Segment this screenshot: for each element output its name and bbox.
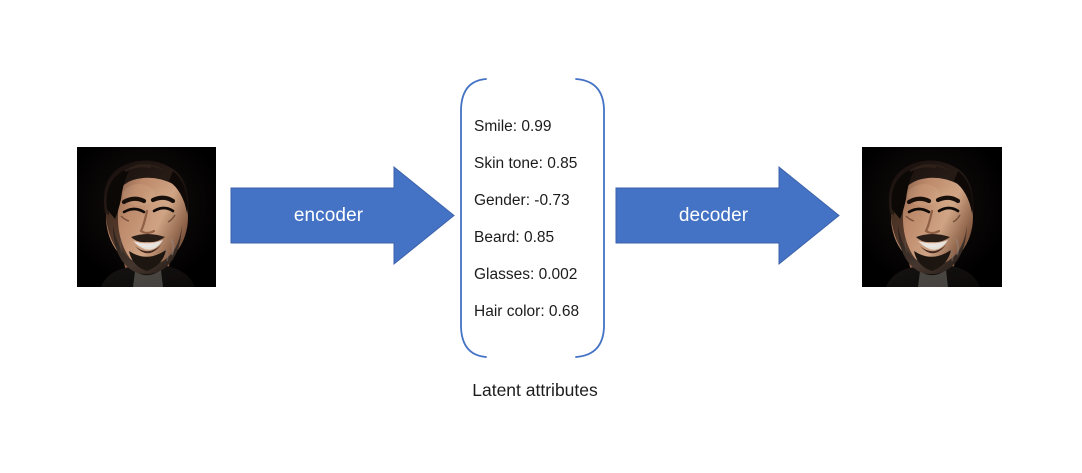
encoder-arrow: encoder [230,165,455,266]
latent-caption: Latent attributes [472,380,598,400]
latent-attribute-item: Hair color: 0.68 [474,303,580,320]
output-face-photo [862,147,1002,287]
latent-brackets [455,76,613,360]
decoder-arrow: decoder [615,165,840,266]
decoder-arrow-shape [615,165,840,266]
latent-attribute-item: Skin tone: 0.85 [474,155,578,172]
latent-attributes-block: Smile: 0.99 Skin tone: 0.85 Gender: -0.7… [455,76,613,360]
right-bracket-icon [575,78,605,358]
encoder-arrow-shape [230,165,455,266]
latent-attribute-item: Beard: 0.85 [474,229,555,246]
latent-attribute-item: Glasses: 0.002 [474,266,578,283]
bracket-pair-shape [460,78,605,358]
input-face-photo [77,147,216,287]
left-bracket-icon [460,78,487,358]
latent-attribute-item: Gender: -0.73 [474,192,570,209]
latent-attribute-item: Smile: 0.99 [474,118,552,135]
input-face-illustration [77,147,216,287]
output-face-illustration [862,147,1002,287]
latent-attribute-list: Smile: 0.99 Skin tone: 0.85 Gender: -0.7… [474,108,604,330]
